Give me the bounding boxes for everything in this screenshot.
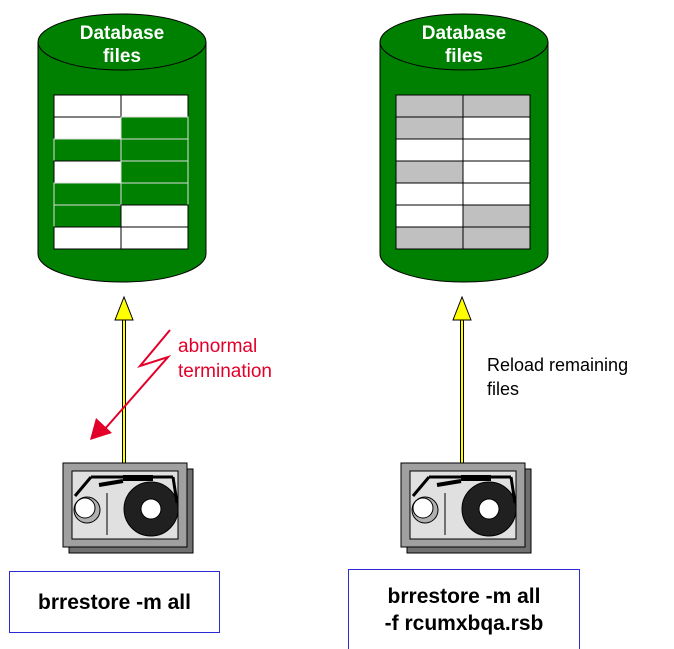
right-file-cell-r1-c2 (462, 94, 531, 118)
right-file-cell-r2-c2 (462, 116, 531, 140)
right-file-cell-r3-c2 (462, 138, 531, 162)
left-command-text: brrestore -m all (38, 590, 191, 614)
right-file-cell-r4-c2 (462, 160, 531, 184)
right-file-cell-r2-c1 (395, 116, 464, 140)
left-file-cell-r7-c1 (53, 226, 122, 250)
right-file-cell-r3-c1 (395, 138, 464, 162)
right-tape-drive-icon (400, 462, 532, 554)
left-file-cell-r7-c2 (120, 226, 189, 250)
left-file-cell-r6-c1 (53, 204, 122, 228)
right-command-box: brrestore -m all -f rcumxbqa.rsb (348, 569, 580, 649)
left-file-cell-r2-c1 (53, 116, 122, 140)
termination-label: termination (178, 361, 272, 382)
left-file-cell-r1-c1 (53, 94, 122, 118)
left-file-cell-r4-c2 (120, 160, 189, 184)
left-file-cell-r3-c1 (53, 138, 122, 162)
right-file-cell-r7-c1 (395, 226, 464, 250)
left-file-cell-r4-c1 (53, 160, 122, 184)
right-file-cell-r7-c2 (462, 226, 531, 250)
left-restore-arrow (114, 295, 134, 464)
left-file-cell-r5-c2 (120, 182, 189, 206)
left-cylinder-title-line1: Database (80, 23, 165, 44)
right-file-cell-r5-c1 (395, 182, 464, 206)
right-restore-arrow (452, 295, 472, 464)
left-file-cell-r3-c2 (120, 138, 189, 162)
right-command-line1: brrestore -m all (387, 584, 541, 608)
abnormal-termination-lightning-icon (90, 329, 172, 440)
left-cylinder-title-line2: files (103, 46, 141, 67)
right-database-cylinder: Database files (379, 13, 549, 283)
right-command-line2: -f rcumxbqa.rsb (384, 611, 544, 635)
right-file-cell-r5-c2 (462, 182, 531, 206)
right-cylinder-title-line1: Database (422, 23, 507, 44)
right-cylinder-title-line2: files (445, 46, 483, 67)
left-file-cell-r2-c2 (120, 116, 189, 140)
left-file-cell-r1-c2 (120, 94, 189, 118)
right-file-cell-r6-c1 (395, 204, 464, 228)
right-file-cell-r1-c1 (395, 94, 464, 118)
left-file-cell-r5-c1 (53, 182, 122, 206)
left-file-grid (53, 94, 189, 250)
reload-files-label: files (487, 379, 519, 399)
left-tape-drive-icon (62, 462, 194, 554)
abnormal-label: abnormal (178, 336, 257, 357)
left-database-cylinder: Database files (37, 13, 207, 283)
left-file-cell-r6-c2 (120, 204, 189, 228)
left-command-box: brrestore -m all (9, 571, 220, 633)
right-file-grid (395, 94, 531, 250)
right-file-cell-r4-c1 (395, 160, 464, 184)
right-file-cell-r6-c2 (462, 204, 531, 228)
reload-remaining-label: Reload remaining (487, 355, 628, 375)
